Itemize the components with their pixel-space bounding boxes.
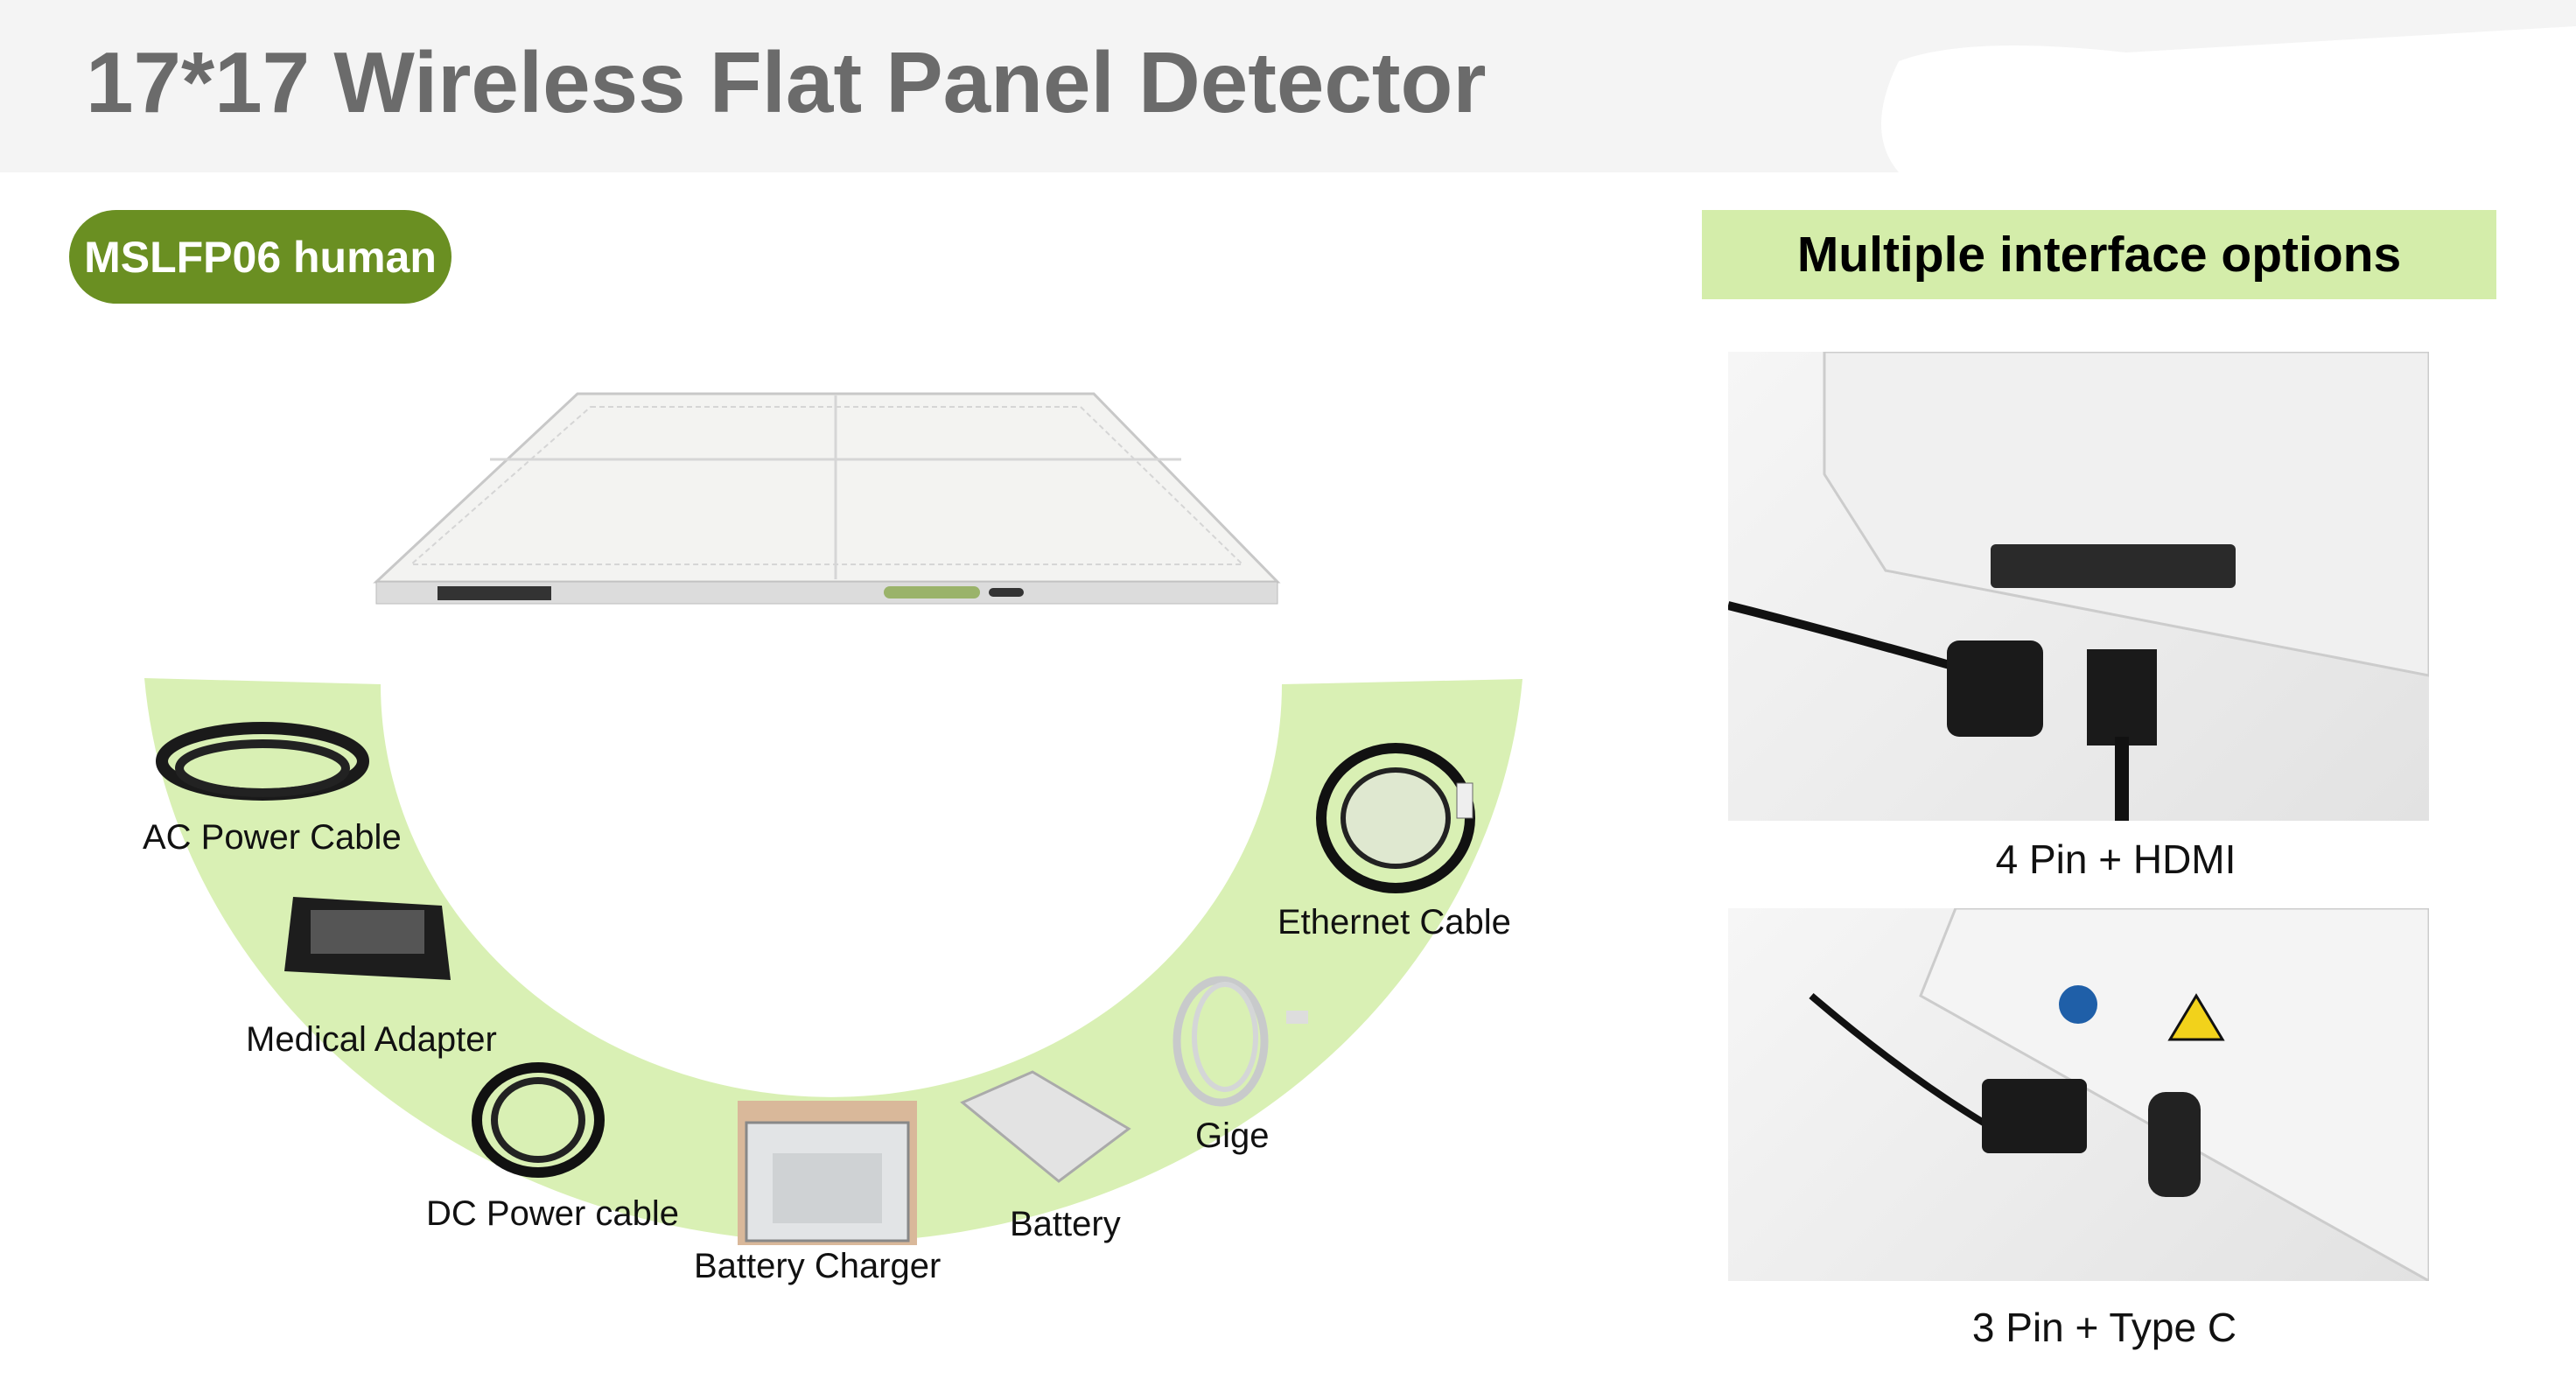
gige-cable-icon <box>1172 976 1308 1107</box>
dc-power-cable-icon <box>472 1062 605 1178</box>
accessory-label: Gige <box>1195 1116 1270 1155</box>
interface-caption: 3 Pin + Type C <box>1971 1305 2237 1350</box>
accessory-label: AC Power Cable <box>143 818 402 857</box>
accessory-label: Battery <box>1010 1205 1121 1243</box>
accessory-label: Medical Adapter <box>246 1020 497 1059</box>
battery-icon <box>960 1070 1131 1183</box>
accessory-label: DC Power cable <box>426 1194 680 1233</box>
model-badge: MSLFP06 human <box>69 210 452 304</box>
accessory-label: Battery Charger <box>694 1247 942 1285</box>
interface-heading: Multiple interface options <box>1702 210 2496 299</box>
interface-caption: 4 Pin + HDMI <box>1995 836 2236 882</box>
flat-panel-detector-image <box>373 392 1281 605</box>
header-decoration <box>1881 26 2576 172</box>
ethernet-cable-icon <box>1316 743 1475 893</box>
three-pin-type-c-photo <box>1728 906 2431 1284</box>
ac-power-cable-icon <box>156 722 369 801</box>
accessories-arc <box>144 678 1522 1242</box>
page-title: 17*17 Wireless Flat Panel Detector <box>86 34 1487 130</box>
four-pin-hdmi-photo <box>1726 350 2431 821</box>
medical-adapter-icon <box>284 897 451 980</box>
battery-charger-icon <box>738 1101 917 1245</box>
accessory-label: Ethernet Cable <box>1278 903 1511 942</box>
